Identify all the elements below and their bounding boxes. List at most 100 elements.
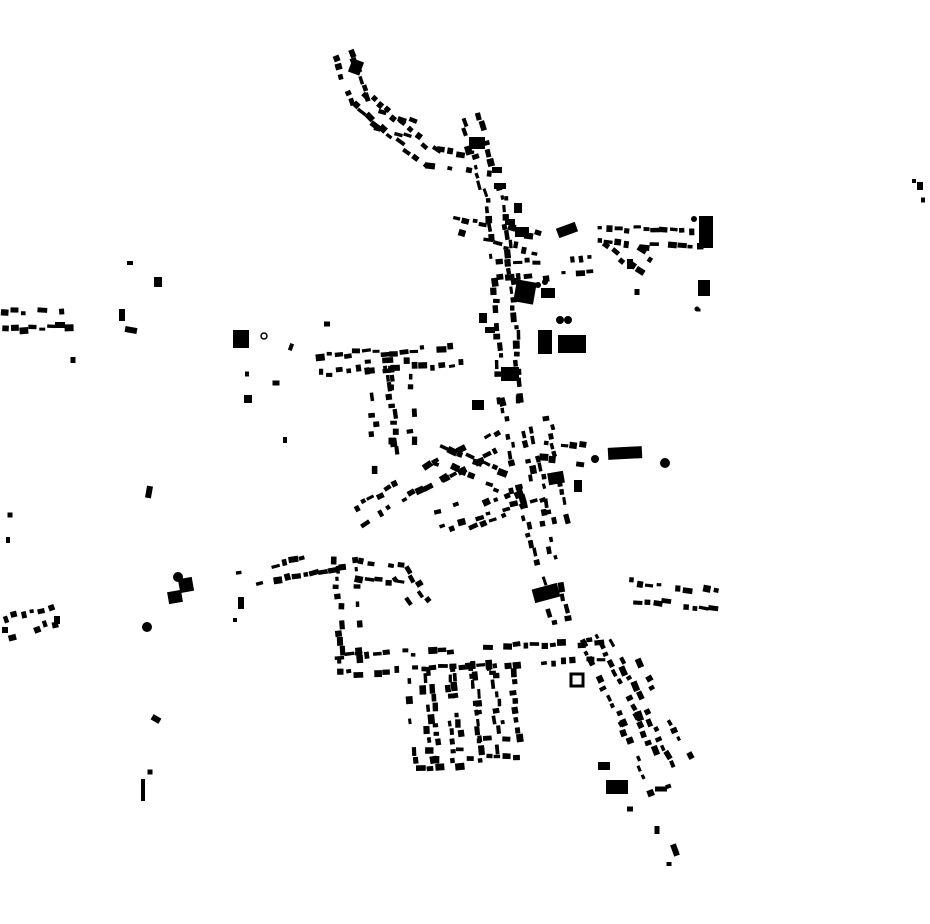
building: [583, 650, 589, 657]
building: [669, 227, 678, 232]
building: [502, 506, 511, 513]
large-building: [7, 512, 13, 518]
large-building: [501, 367, 519, 381]
large-building: [70, 357, 76, 363]
building: [425, 666, 431, 676]
large-building: [145, 485, 153, 499]
building: [465, 452, 475, 460]
building: [569, 656, 576, 664]
building: [382, 669, 390, 676]
building: [456, 517, 467, 527]
building: [677, 242, 687, 249]
building: [283, 572, 292, 582]
round-building: [591, 455, 599, 463]
large-building: [606, 780, 628, 794]
building: [446, 147, 454, 155]
building: [351, 100, 361, 110]
building: [486, 170, 492, 177]
building: [496, 467, 509, 478]
round-building: [691, 216, 697, 222]
building: [423, 725, 430, 735]
building: [479, 519, 488, 528]
building: [337, 73, 344, 81]
building: [644, 583, 654, 588]
building: [407, 384, 414, 390]
building: [504, 415, 510, 422]
building: [407, 678, 412, 684]
building: [444, 684, 452, 693]
building: [389, 437, 398, 448]
large-building: [233, 330, 249, 348]
building: [315, 353, 326, 362]
building: [502, 753, 511, 760]
building: [446, 342, 454, 350]
building: [404, 596, 413, 607]
building: [383, 105, 392, 113]
building: [345, 668, 352, 674]
building: [698, 605, 709, 611]
building: [405, 696, 414, 705]
building: [10, 307, 19, 313]
building: [634, 710, 645, 722]
building: [643, 227, 650, 232]
building: [451, 692, 459, 699]
building: [439, 444, 449, 451]
round-building: [660, 458, 670, 468]
building: [367, 561, 375, 567]
building: [500, 407, 505, 414]
round-building: [535, 282, 541, 288]
building: [560, 657, 567, 665]
building: [634, 265, 646, 276]
building: [507, 459, 516, 467]
building: [545, 608, 553, 619]
building: [596, 658, 606, 662]
large-building: [244, 395, 252, 403]
building: [493, 298, 500, 304]
building: [397, 116, 407, 124]
building: [702, 584, 712, 593]
building: [477, 757, 483, 763]
building: [483, 460, 491, 467]
building: [372, 651, 382, 656]
building: [428, 646, 438, 655]
building: [585, 637, 593, 643]
building: [516, 329, 521, 340]
building: [470, 660, 476, 670]
building: [692, 605, 698, 611]
building: [520, 515, 526, 522]
building: [376, 100, 385, 110]
building: [521, 439, 529, 449]
building: [368, 431, 375, 438]
building: [551, 516, 558, 525]
building: [407, 718, 412, 725]
building: [577, 642, 586, 649]
building: [563, 513, 571, 525]
building: [474, 726, 481, 736]
building: [458, 664, 466, 671]
large-building: [154, 277, 162, 287]
building: [354, 651, 363, 656]
building: [646, 256, 654, 264]
building: [640, 244, 650, 252]
large-building: [124, 326, 138, 334]
building: [491, 447, 498, 455]
building: [449, 728, 455, 736]
building: [338, 603, 345, 610]
building: [569, 256, 575, 263]
large-building: [272, 380, 280, 386]
building: [425, 704, 431, 712]
building: [468, 522, 479, 531]
building: [594, 639, 605, 646]
building: [390, 384, 395, 391]
building: [450, 748, 456, 754]
building: [553, 554, 558, 560]
building: [676, 735, 681, 742]
building: [436, 146, 445, 153]
building: [597, 238, 603, 243]
building: [411, 408, 418, 417]
building: [435, 738, 442, 746]
large-building: [654, 826, 660, 834]
building: [452, 215, 461, 221]
building: [497, 698, 502, 707]
building: [474, 112, 482, 121]
